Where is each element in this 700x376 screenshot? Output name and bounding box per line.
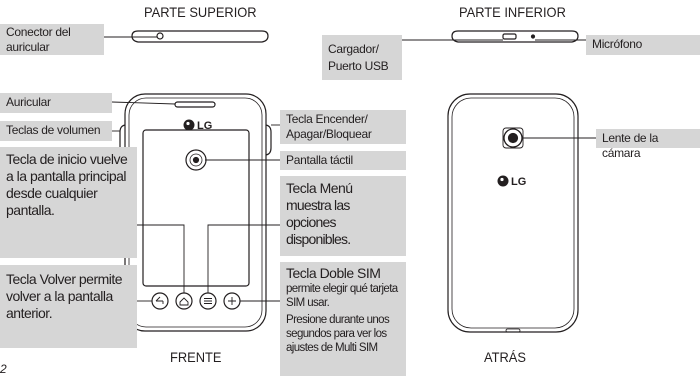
label-menu-key: Tecla Menú muestra las opciones disponib…: [280, 176, 406, 256]
home-key: [175, 292, 193, 310]
phone-bottom-edge: [451, 30, 579, 43]
label-touch-screen: Pantalla táctil: [280, 151, 406, 170]
phone-top-edge: [131, 30, 269, 43]
leader-menu: [207, 224, 280, 293]
label-headset-jack: Conector del auricular: [0, 24, 104, 55]
menu-key-desc: muestra las opciones disponibles.: [286, 197, 351, 247]
heading-back-view: ATRÁS: [484, 349, 526, 365]
label-volume-keys: Teclas de volumen: [0, 121, 112, 141]
leader-home: [137, 224, 185, 293]
phone-back-inner: [451, 97, 575, 329]
heading-bottom-view: PARTE INFERIOR: [459, 4, 566, 20]
label-earpiece: Auricular: [0, 93, 112, 113]
lg-logo-back: LG: [497, 175, 526, 188]
dual-sim-title: Tecla Doble SIM: [286, 265, 381, 281]
rear-speaker: [505, 328, 521, 333]
svg-text:LG: LG: [197, 120, 212, 132]
phone-front-inner: [128, 97, 263, 328]
label-home-key: Tecla de inicio vuelve a la pantalla pri…: [0, 147, 137, 258]
label-power-key: Tecla Encender/ Apagar/Bloquear: [280, 110, 406, 144]
label-dual-sim-key: Tecla Doble SIM permite elegir qué tarje…: [280, 262, 406, 376]
front-earpiece: [174, 101, 216, 108]
dual-sim-desc-2: Presione durante unos segundos para ver …: [286, 314, 390, 354]
dual-sim-desc-1: permite elegir qué tarjeta SIM usar.: [286, 283, 398, 309]
label-camera-lens: Lente de la cámara: [596, 129, 700, 160]
menu-key-title: Tecla Menú: [286, 180, 353, 196]
label-charger-port: Cargador/ Puerto USB: [322, 35, 402, 80]
svg-text:LG: LG: [511, 176, 526, 188]
usb-port: [502, 33, 517, 40]
microphone-hole: [530, 34, 536, 39]
heading-front-view: FRENTE: [170, 349, 222, 365]
page-number: 2: [0, 362, 7, 376]
power-key: [265, 124, 272, 156]
label-microphone: Micrófono: [586, 35, 700, 55]
touch-screen: [142, 129, 250, 287]
label-back-key: Tecla Volver permite volver a la pantall…: [0, 265, 137, 348]
rear-camera-lens: [507, 132, 519, 144]
phone-back-body: [447, 93, 579, 333]
heading-top-view: PARTE SUPERIOR: [144, 4, 257, 20]
headset-jack-port: [156, 32, 164, 40]
lg-logo-front: LG: [183, 119, 212, 132]
leader-earpiece: [111, 101, 176, 105]
